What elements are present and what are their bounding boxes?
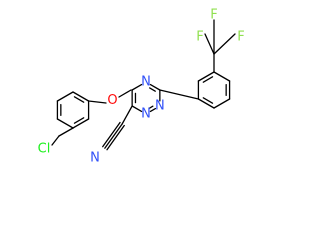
nitrile-triple-bond <box>106 124 125 151</box>
phenyl-ring-bond <box>197 98 215 109</box>
cf3-fluorine-bond <box>213 33 236 55</box>
nitrile-carbon-bond <box>121 105 133 125</box>
chlorophenyl-double-bond <box>73 117 85 124</box>
chlorine-atom-label: Cl <box>38 142 51 157</box>
chlorine-bond <box>51 135 60 146</box>
chemical-structure-diagram: O N N N Cl N F F F <box>38 8 245 166</box>
bond-skeleton <box>51 19 236 151</box>
phenyl-ring-bond <box>213 98 231 109</box>
phenyl-double-bond <box>202 97 214 104</box>
phenyl-double-bond <box>202 76 214 83</box>
chlorophenyl-ring-bond <box>56 118 74 129</box>
triazine-double-bond <box>149 105 154 109</box>
triazine-bond <box>131 105 143 113</box>
phenyl-ring-bond <box>213 71 231 82</box>
triazine-double-bond <box>149 87 156 92</box>
chlorophenyl-ring-bond <box>72 91 90 102</box>
nitrogen-ring-right-label: N <box>155 99 165 114</box>
oxygen-triazine-bond <box>118 89 132 98</box>
chlorophenyl-ring-bond <box>72 118 90 129</box>
triazine-bond <box>149 83 161 91</box>
nitrile-triple-bond <box>102 121 121 148</box>
fluorine-left-label: F <box>196 30 203 45</box>
phenyl-ring-bond <box>197 71 215 82</box>
oxygen-atom-label: O <box>107 93 117 108</box>
triazine-bond <box>149 107 157 113</box>
aryl-oxygen-bond <box>87 100 107 104</box>
fluorine-top-label: F <box>210 8 217 23</box>
triazine-bond <box>131 83 143 91</box>
nitrogen-ring-bottom-label: N <box>141 107 151 122</box>
nitrile-nitrogen-label: N <box>90 151 100 166</box>
chlorophenyl-double-bond <box>73 96 85 103</box>
chlorophenyl-ring-bond <box>56 91 74 102</box>
triazine-phenyl-bond <box>159 89 200 100</box>
cf3-fluorine-bond <box>204 33 215 55</box>
chlorine-bond <box>58 127 74 137</box>
fluorine-right-label: F <box>237 30 244 45</box>
nitrile-triple-bond <box>104 123 123 149</box>
nitrogen-ring-top-label: N <box>141 75 151 90</box>
